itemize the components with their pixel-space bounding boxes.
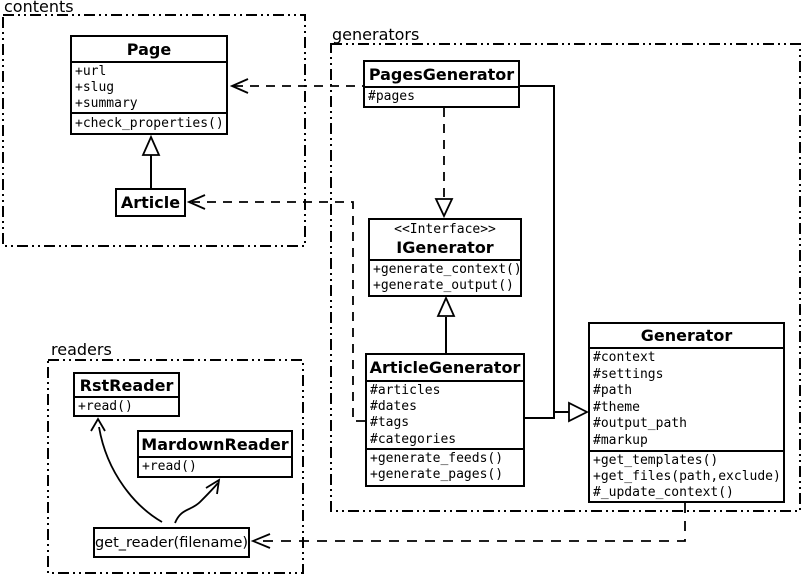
class-title-mardownreader: MardownReader <box>141 434 289 454</box>
member-line: #output_path <box>593 416 687 431</box>
class-attributes-page: +url+slug+summary <box>72 61 226 112</box>
class-methods-generator: +get_templates()+get_files(path,exclude)… <box>590 450 783 501</box>
class-box-pagesgenerator: PagesGenerator #pages <box>363 60 520 108</box>
class-box-mardownreader: MardownReader +read() <box>137 430 293 478</box>
package-generators-border <box>330 43 801 512</box>
edge-get-reader-to-rstreader <box>90 417 163 523</box>
member-line: +generate_feeds() <box>370 451 504 466</box>
member-line: #pages <box>368 89 415 104</box>
class-box-generator: Generator #context#settings#path#theme#o… <box>588 322 785 503</box>
member-line: #categories <box>370 431 457 447</box>
class-box-article: Article <box>115 188 186 217</box>
class-box-rstreader: RstReader +read() <box>73 372 180 417</box>
member-line: #articles <box>370 383 441 398</box>
edge-pagesgenerator-uses-page <box>229 78 363 94</box>
edge-get-reader-to-mardownreader <box>174 478 221 524</box>
edge-articlegenerator-uses-article <box>186 194 365 422</box>
class-box-articlegenerator: ArticleGenerator #articles#dates#tags#ca… <box>365 353 525 487</box>
member-line: +generate_output() <box>373 278 514 293</box>
member-line: #markup <box>593 432 648 448</box>
class-box-igenerator: <<Interface>> IGenerator +generate_conte… <box>368 218 522 297</box>
class-methods-igenerator: +generate_context()+generate_output() <box>370 259 520 295</box>
package-contents-border <box>2 14 306 247</box>
member-line: +generate_context() <box>373 262 520 277</box>
class-title-page: Page <box>126 39 172 59</box>
class-attributes-articlegenerator: #articles#dates#tags#categories <box>367 380 523 448</box>
function-box-get-reader: get_reader(filename) <box>93 527 250 558</box>
class-methods-page: +check_properties() <box>72 112 226 133</box>
member-line: +read() <box>78 399 133 414</box>
class-header-igenerator: <<Interface>> IGenerator <box>370 220 520 259</box>
member-line: #_update_context() <box>593 485 734 500</box>
class-methods-rstreader: +read() <box>75 396 178 415</box>
member-line: +get_templates() <box>593 453 719 468</box>
package-label-contents: contents <box>4 0 74 16</box>
member-line: +read() <box>142 459 197 474</box>
member-line: +generate_pages() <box>370 467 504 483</box>
class-title-articlegenerator: ArticleGenerator <box>369 358 521 377</box>
class-methods-mardownreader: +read() <box>139 456 291 476</box>
edge-article-extends-page <box>141 134 161 188</box>
member-line: #dates <box>370 399 417 415</box>
member-line: #tags <box>370 415 410 431</box>
class-title-pagesgenerator: PagesGenerator <box>368 64 515 84</box>
member-line: +get_files(path,exclude) <box>593 469 781 484</box>
package-readers-border <box>47 359 304 574</box>
package-label-readers: readers <box>51 340 112 359</box>
package-label-generators: generators <box>332 25 420 44</box>
member-line: #path <box>593 383 633 398</box>
class-stereotype-igenerator: <<Interface>> <box>394 222 496 237</box>
class-title-rstreader: RstReader <box>79 375 174 395</box>
class-attributes-pagesgenerator: #pages <box>365 86 518 106</box>
member-line: +slug <box>75 80 115 95</box>
class-methods-articlegenerator: +generate_feeds()+generate_pages() <box>367 448 523 485</box>
class-attributes-generator: #context#settings#path#theme#output_path… <box>590 347 783 450</box>
edge-generator-uses-get-reader <box>250 503 686 549</box>
member-line: +check_properties() <box>75 116 224 131</box>
member-line: #context <box>593 350 656 365</box>
class-title-igenerator: IGenerator <box>396 238 494 257</box>
edge-generators-extend-generator <box>520 85 590 423</box>
member-line: +url <box>75 64 107 79</box>
class-title-article: Article <box>120 193 181 212</box>
member-line: #settings <box>593 366 664 382</box>
member-line: #theme <box>593 399 640 415</box>
edge-pagesgenerator-implements-igenerator <box>434 108 454 219</box>
edge-articlegenerator-implements-igenerator <box>436 295 456 353</box>
member-line: +summary <box>75 96 138 111</box>
class-box-page: Page +url+slug+summary +check_properties… <box>70 35 228 135</box>
class-title-generator: Generator <box>640 326 733 345</box>
